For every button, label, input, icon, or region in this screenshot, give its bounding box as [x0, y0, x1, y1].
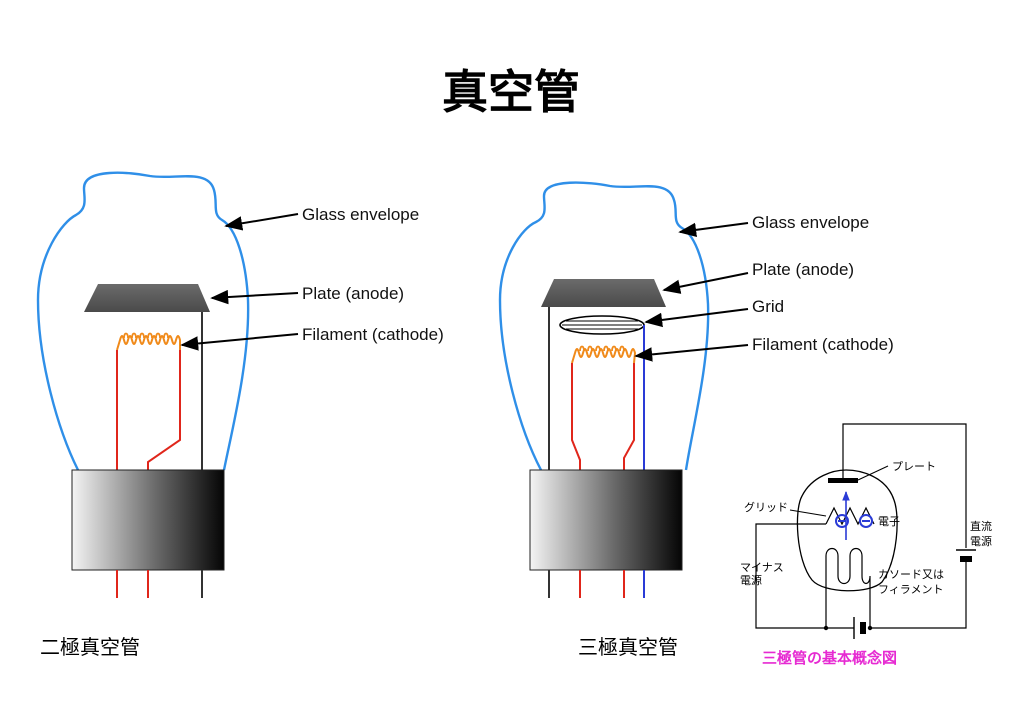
triode-filament-label: Filament (cathode)	[752, 335, 894, 354]
diode-plate-arrow	[210, 289, 299, 305]
diode-filament-label: Filament (cathode)	[302, 325, 444, 344]
schematic-cathode-leads	[825, 590, 871, 628]
diode-caption: 二極真空管	[40, 635, 140, 659]
triode-grid-label: Grid	[752, 297, 784, 316]
diode-filament-lead-right	[147, 350, 181, 470]
schematic-grid-wire	[755, 523, 854, 629]
schematic-grid-label-line	[789, 509, 827, 517]
triode-plate-label: Plate (anode)	[752, 260, 854, 279]
triode-plate-arrow	[662, 272, 749, 294]
triode-glass-arrow	[678, 222, 749, 238]
diode-filament-spirals	[123, 332, 169, 339]
schematic-plate	[828, 478, 858, 483]
schematic-dc-return	[870, 562, 967, 629]
minus-battery-short	[860, 622, 866, 634]
triode-grid-lines	[562, 320, 642, 330]
diode-plate-label: Plate (anode)	[302, 284, 404, 303]
schematic-grid-label: グリッド	[744, 500, 788, 514]
triode-caption: 三極真空管	[578, 635, 678, 659]
diode-base	[71, 469, 225, 571]
triode-glass-label: Glass envelope	[752, 213, 869, 232]
schematic-dc-label-1: 直流	[970, 519, 992, 533]
triode-filament-arrow	[634, 344, 749, 362]
triode-filament-lead-left	[571, 363, 581, 470]
schematic-electron-label: 電子	[878, 515, 900, 528]
triode-filament-lead-right	[623, 363, 635, 470]
schematic-minus-label-2: 電源	[740, 573, 762, 587]
diode-tube: Glass envelope Plate (anode) Filament (c…	[36, 171, 444, 659]
schematic-plate-label-line	[857, 465, 889, 481]
diode-plate	[84, 284, 210, 312]
dc-battery-short	[960, 556, 972, 562]
triode-filament	[571, 348, 637, 364]
diode-glass-arrow	[224, 213, 299, 231]
diode-filament	[116, 335, 181, 351]
schematic-plate-label: プレート	[892, 460, 936, 473]
triode-schematic: プレート グリッド 電子 直流 電源 マイナス 電源 カソード又は フィラメント…	[740, 423, 992, 667]
schematic-cathode-label-2: フィラメント	[878, 583, 943, 596]
schematic-plate-wire	[842, 423, 967, 548]
schematic-dc-label-2: 電源	[970, 534, 992, 548]
triode-filament-spirals	[579, 345, 625, 352]
triode-grid-arrow	[644, 308, 749, 328]
page-title: 真空管	[442, 65, 580, 119]
triode-tube: Glass envelope Plate (anode) Grid Filame…	[498, 181, 894, 659]
electron-right	[859, 514, 873, 528]
electron-left	[835, 514, 849, 528]
schematic-caption: 三極管の基本概念図	[762, 649, 897, 667]
diode-filament-arrow	[180, 333, 299, 351]
schematic-tube-envelope	[796, 469, 898, 592]
triode-base	[529, 469, 683, 571]
schematic-cathode	[825, 547, 871, 590]
diode-glass-label: Glass envelope	[302, 205, 419, 224]
schematic-cathode-label-1: カソード又は	[878, 568, 944, 581]
triode-glass-envelope	[498, 181, 710, 471]
triode-plate	[541, 279, 666, 307]
diode-glass-envelope	[36, 171, 250, 471]
schematic-minus-label-1: マイナス	[740, 561, 784, 574]
schematic-grid	[825, 506, 875, 526]
